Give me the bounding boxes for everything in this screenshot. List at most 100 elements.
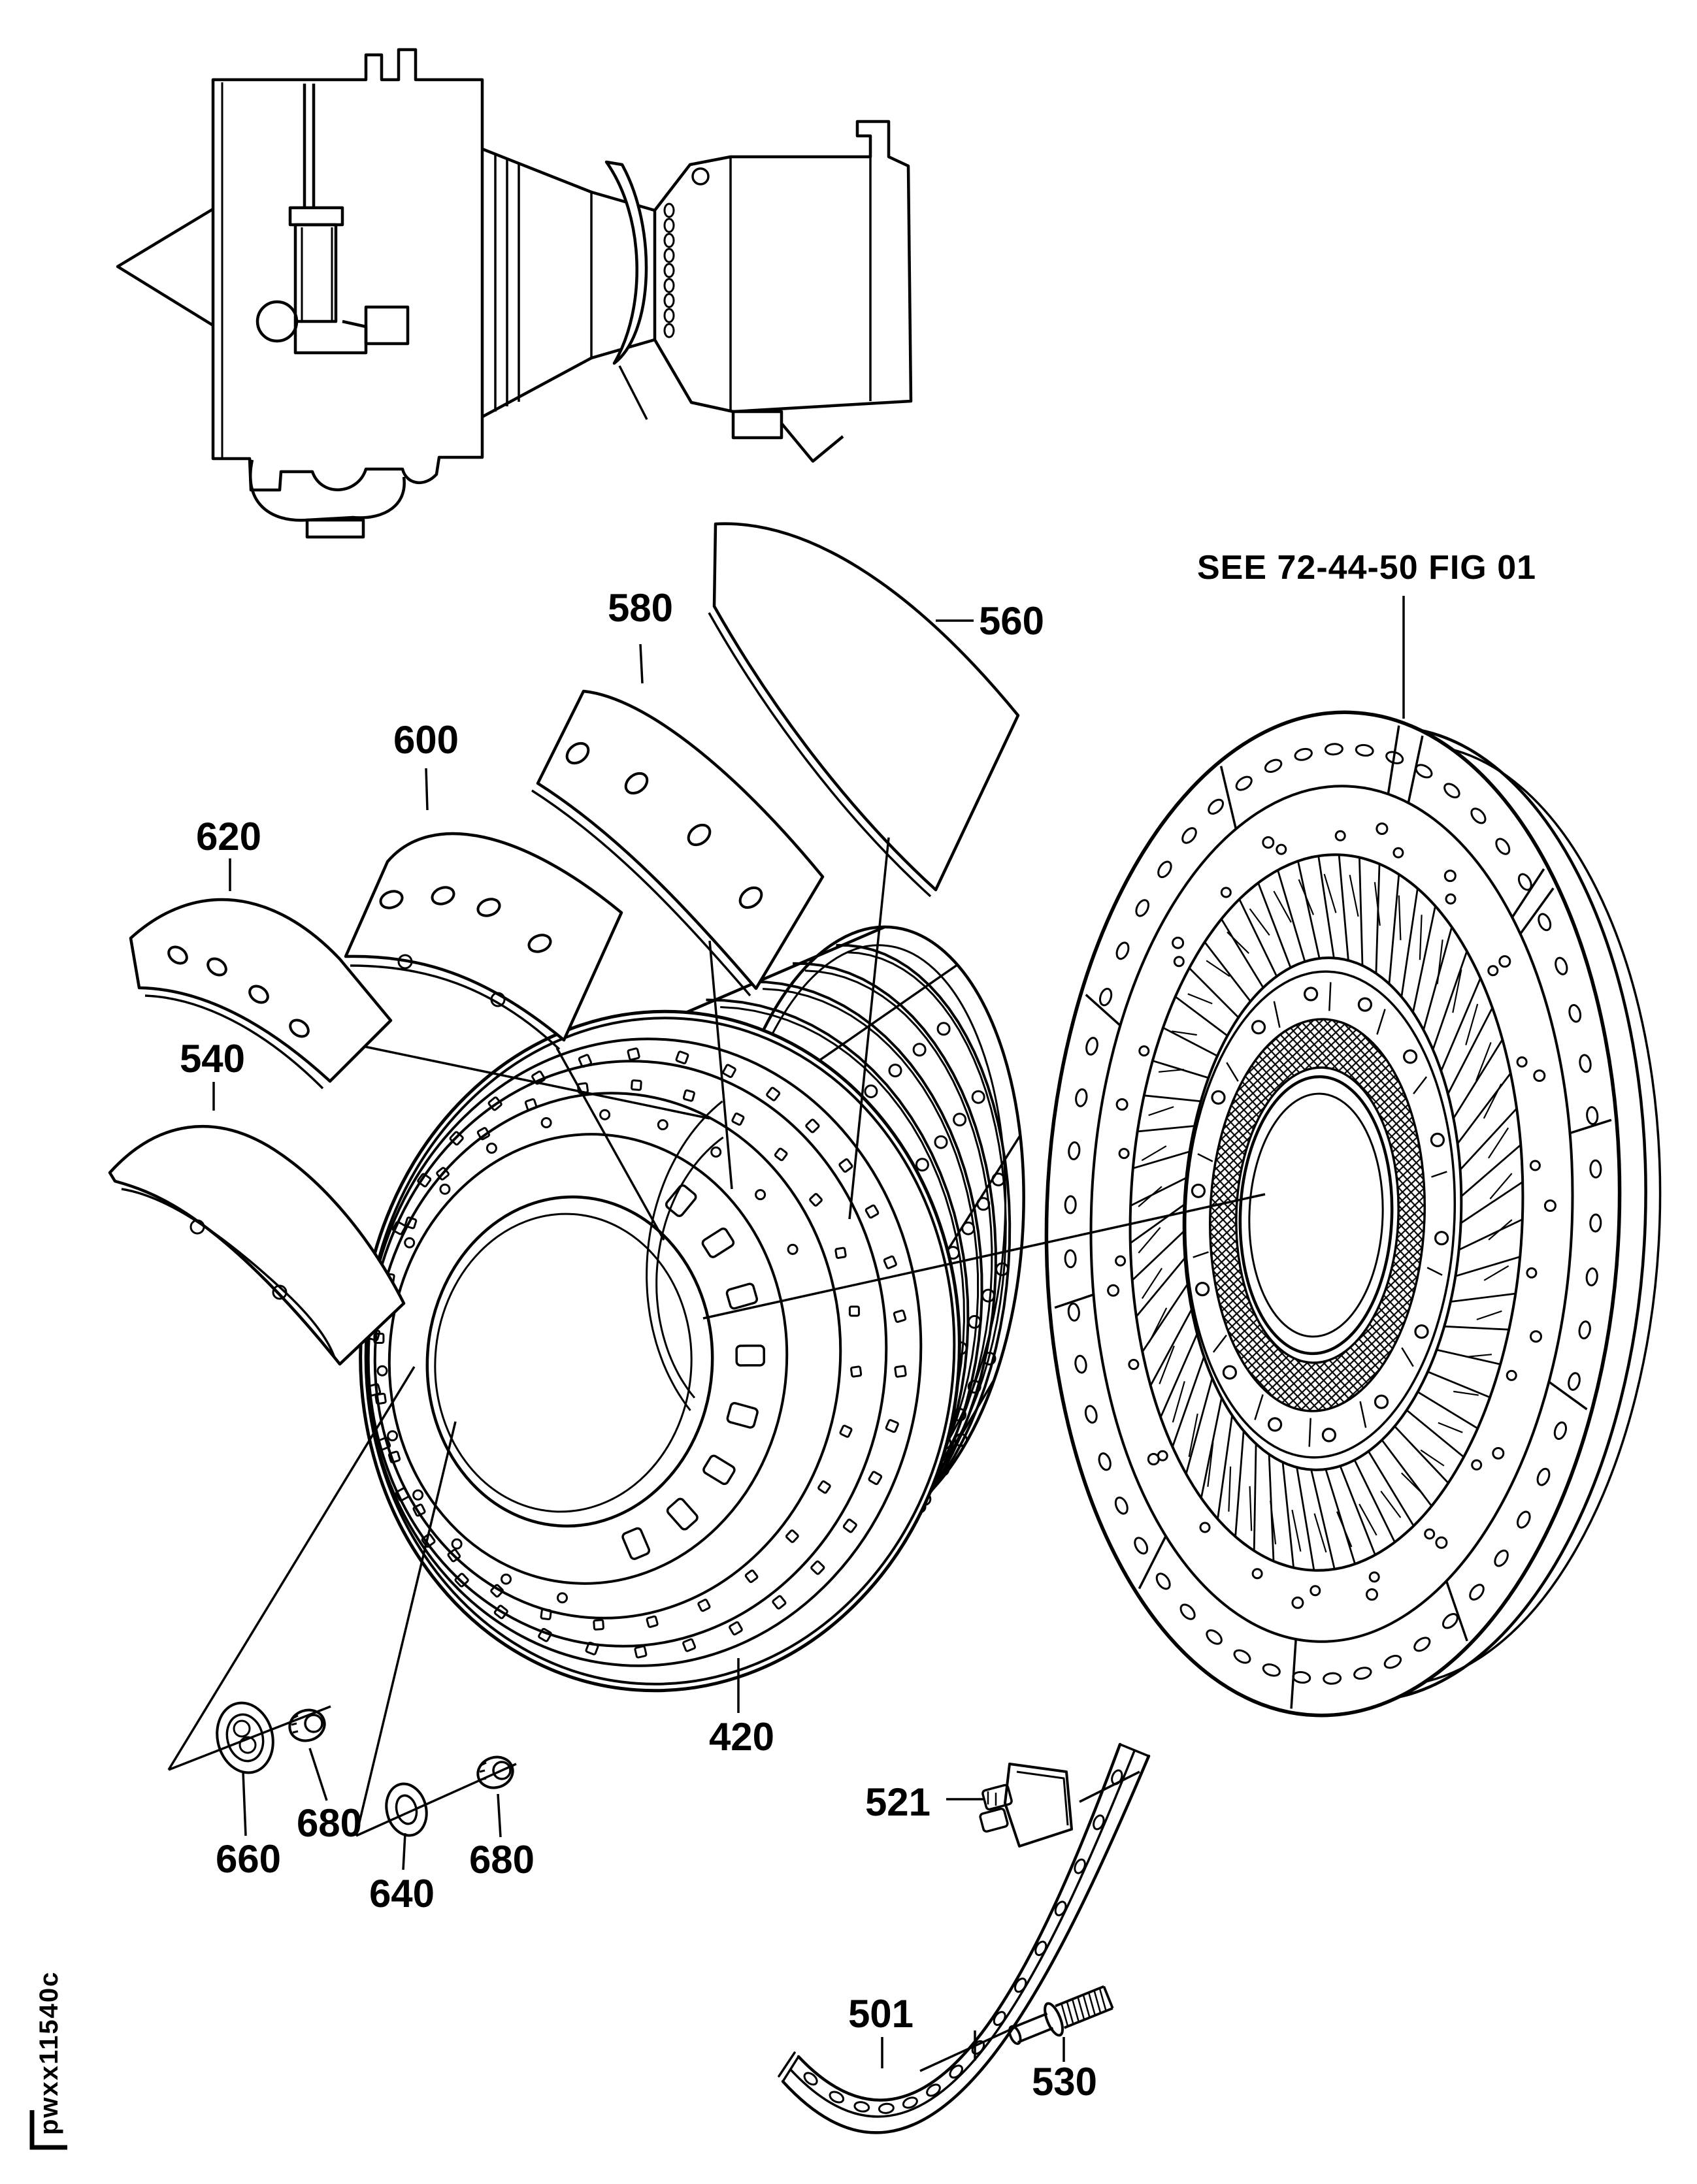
decor-mark bbox=[1533, 1069, 1546, 1082]
decor-mark bbox=[493, 1605, 508, 1620]
decor-mark bbox=[1488, 1219, 1513, 1241]
decor-mark bbox=[1487, 1127, 1509, 1159]
decor-mark bbox=[1494, 1549, 1509, 1567]
leader-660 bbox=[242, 1771, 247, 1836]
decor-mark bbox=[1276, 860, 1321, 963]
decor-mark bbox=[1054, 1900, 1067, 1917]
decor-mark bbox=[772, 1595, 787, 1610]
callout-660: 660 bbox=[216, 1837, 281, 1881]
decor-mark bbox=[1276, 843, 1287, 855]
decor-mark bbox=[1291, 1509, 1302, 1552]
decor-mark bbox=[387, 1430, 399, 1442]
decor-mark bbox=[805, 1118, 820, 1133]
decor-mark bbox=[981, 1288, 995, 1303]
decor-mark bbox=[675, 1051, 689, 1065]
decor-mark bbox=[1129, 1203, 1185, 1282]
decor-mark bbox=[490, 1584, 504, 1598]
decor-mark bbox=[1141, 1267, 1163, 1299]
decor-mark bbox=[1324, 743, 1343, 756]
decor-mark bbox=[967, 1314, 981, 1329]
decor-mark bbox=[634, 1645, 648, 1659]
decor-mark bbox=[1426, 1267, 1443, 1276]
watermark: pwxx11540c bbox=[35, 1971, 63, 2135]
decor-mark bbox=[817, 1480, 831, 1494]
decor-mark bbox=[449, 1131, 464, 1146]
callout-620: 620 bbox=[196, 815, 261, 858]
decor-mark bbox=[1589, 1213, 1602, 1233]
decor-mark bbox=[1443, 1292, 1517, 1331]
decor-mark bbox=[1135, 899, 1149, 917]
decor-mark bbox=[1476, 1310, 1502, 1320]
decor-mark bbox=[936, 1022, 951, 1036]
decor-mark bbox=[735, 1345, 765, 1367]
decor-mark bbox=[1569, 1118, 1612, 1135]
decor-mark bbox=[663, 203, 675, 218]
decor-mark bbox=[1526, 1267, 1538, 1279]
decor-mark bbox=[391, 1220, 406, 1235]
decor-mark bbox=[1099, 987, 1113, 1007]
decor-mark bbox=[1548, 1380, 1588, 1410]
decor-mark bbox=[865, 1204, 880, 1219]
leader-680-right bbox=[497, 1793, 502, 1838]
decor-mark bbox=[1489, 1173, 1513, 1199]
decor-mark bbox=[702, 1454, 736, 1486]
decor-mark bbox=[1093, 1814, 1105, 1831]
decor-mark bbox=[1430, 1132, 1445, 1148]
leader-680-left bbox=[308, 1748, 328, 1801]
leader-600 bbox=[425, 768, 429, 811]
decor-mark bbox=[1159, 1345, 1175, 1384]
decor-mark bbox=[1438, 1422, 1463, 1433]
decor-mark bbox=[1383, 1655, 1402, 1669]
decor-mark bbox=[1374, 882, 1381, 926]
decor-mark bbox=[1443, 870, 1457, 883]
decor-mark bbox=[1589, 1159, 1602, 1179]
decor-mark bbox=[1403, 1049, 1418, 1064]
decor-mark bbox=[1290, 1638, 1297, 1709]
decor-mark bbox=[834, 1247, 847, 1259]
decor-mark bbox=[1357, 997, 1372, 1012]
decor-mark bbox=[928, 964, 959, 986]
decor-mark bbox=[959, 1407, 978, 1439]
decor-mark bbox=[1273, 890, 1292, 923]
decor-mark bbox=[1203, 917, 1264, 1003]
liner-panel-580 bbox=[531, 689, 825, 997]
decor-mark bbox=[1138, 1045, 1150, 1057]
decor-mark bbox=[1471, 1459, 1483, 1471]
decor-mark bbox=[915, 1158, 929, 1172]
decor-mark bbox=[1254, 1394, 1264, 1420]
decor-mark bbox=[1115, 941, 1130, 960]
decor-mark bbox=[412, 1489, 424, 1501]
decor-mark bbox=[1555, 956, 1568, 975]
decor-mark bbox=[1135, 1256, 1189, 1354]
decor-mark bbox=[1310, 1585, 1321, 1597]
decor-mark bbox=[1179, 1603, 1196, 1620]
decor-mark bbox=[1075, 1088, 1088, 1107]
liner-panel-540 bbox=[108, 1125, 406, 1366]
decor-mark bbox=[967, 1380, 981, 1394]
decor-mark bbox=[1392, 847, 1404, 858]
decor-mark bbox=[655, 1136, 724, 1399]
decor-mark bbox=[1191, 1183, 1206, 1198]
decor-mark bbox=[663, 293, 675, 308]
fan-case-drum bbox=[359, 925, 1025, 1693]
decor-mark bbox=[1197, 1153, 1213, 1162]
decor-mark bbox=[1405, 1390, 1479, 1459]
decor-mark bbox=[848, 1305, 860, 1317]
decor-mark bbox=[1368, 1571, 1380, 1583]
decor-mark bbox=[1445, 1580, 1468, 1642]
decor-mark bbox=[899, 983, 930, 1006]
decor-mark bbox=[476, 1127, 491, 1141]
decor-mark bbox=[1568, 1372, 1581, 1391]
grommet-660 bbox=[216, 1701, 274, 1774]
decor-mark bbox=[1553, 1421, 1567, 1441]
decor-mark bbox=[540, 1608, 552, 1621]
decor-mark bbox=[1398, 895, 1402, 941]
decor-mark bbox=[1234, 1428, 1257, 1553]
decor-mark bbox=[1586, 1106, 1599, 1126]
decor-mark bbox=[663, 263, 675, 278]
decor-mark bbox=[1208, 798, 1225, 815]
decor-mark bbox=[1251, 1020, 1266, 1035]
engine-locator-thumbnail bbox=[116, 48, 913, 539]
decor-mark bbox=[1460, 1143, 1524, 1225]
plug-680-left bbox=[288, 1708, 326, 1742]
